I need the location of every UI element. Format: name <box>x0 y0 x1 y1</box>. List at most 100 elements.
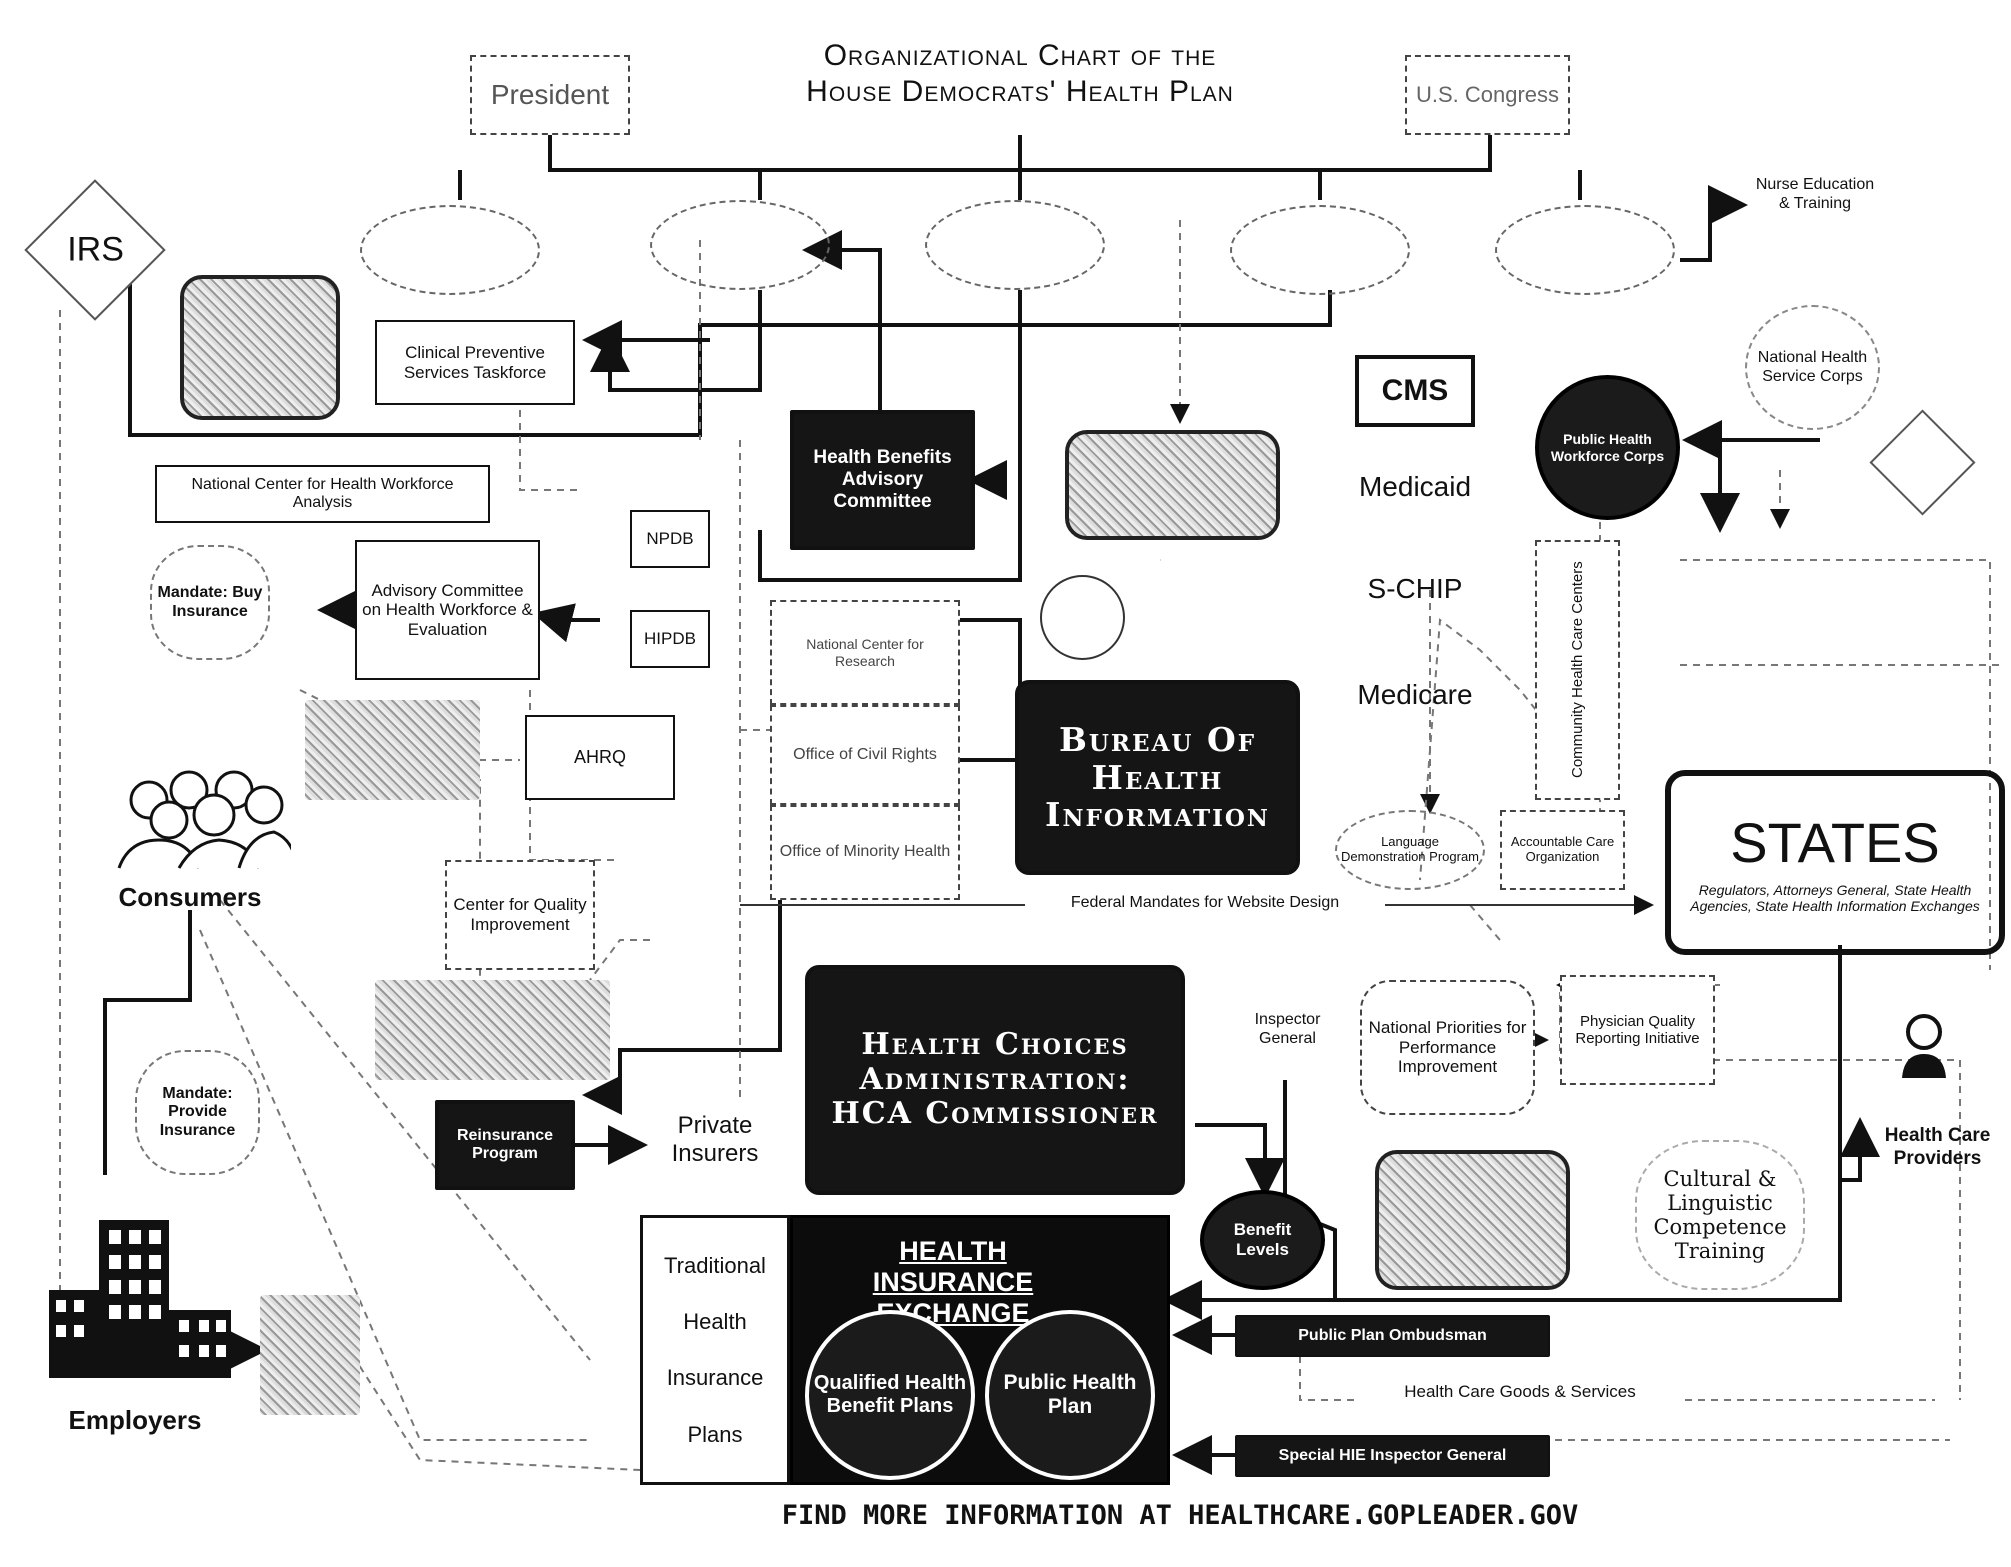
hipdb-node: HIPDB <box>630 610 710 668</box>
noisy-box-bottom-mid <box>1375 1150 1570 1290</box>
office-civil-rights-label: Office of Civil Rights <box>793 745 937 763</box>
office-minority-health-node: Office of Minority Health <box>770 805 960 900</box>
ahrq-label: AHRQ <box>573 747 626 768</box>
traditional-plans-line-4: Plans <box>687 1421 743 1447</box>
cultural-competence-label: Cultural & Linguistic Competence Trainin… <box>1653 1166 1787 1264</box>
community-health-centers-node: Community Health Care Centers <box>1535 540 1620 800</box>
chart-title: Organizational Chart of the House Democr… <box>740 38 1300 110</box>
qualified-plans-node: Qualified Health Benefit Plans <box>805 1310 975 1480</box>
chart-title-line2: House Democrats' Health Plan <box>806 75 1234 108</box>
benefit-levels-node: Benefit Levels <box>1200 1190 1325 1290</box>
small-circle-node <box>1040 575 1125 660</box>
provider-icon <box>1890 1010 1950 1080</box>
national-center-research-label: National Center for Research <box>806 636 924 669</box>
private-insurers-label: Private Insurers <box>671 1112 759 1167</box>
noisy-patch-left-mid <box>305 700 480 800</box>
doctor-icon <box>1902 1014 1946 1078</box>
irs-label: IRS <box>66 230 124 269</box>
aco-label: Accountable Care Organization <box>1510 834 1615 864</box>
noisy-box-left-top <box>180 275 340 420</box>
mandate-provide-node: Mandate: Provide Insurance <box>135 1050 260 1175</box>
chart-title-line1: Organizational Chart of the <box>823 39 1217 72</box>
cultural-competence-node: Cultural & Linguistic Competence Trainin… <box>1635 1140 1805 1290</box>
nhsc-label: National Health Service Corps <box>1757 349 1868 385</box>
private-insurers-node: Private Insurers <box>640 1090 790 1190</box>
community-health-centers-label: Community Health Care Centers <box>1568 561 1586 779</box>
physician-quality-node: Physician Quality Reporting Initiative <box>1560 975 1715 1085</box>
traditional-plans-node: Traditional Health Insurance Plans <box>640 1215 790 1485</box>
health-benefits-advisory-label: Health Benefits Advisory Committee <box>813 447 952 512</box>
benefit-levels-label: Benefit Levels <box>1233 1220 1292 1259</box>
noisy-patch-left-low <box>375 980 610 1080</box>
states-label: STATES <box>1730 811 1940 875</box>
nurse-education-label: Nurse Education & Training <box>1755 176 1875 213</box>
agency-oval-3 <box>925 200 1105 290</box>
clinical-preventive-label: Clinical Preventive Services Taskforce <box>403 342 547 382</box>
public-health-corps-label: Public Health Workforce Corps <box>1550 431 1665 464</box>
public-plan-label: Public Health Plan <box>1003 1370 1137 1418</box>
consumers-icon <box>95 760 295 870</box>
congress-label: U.S. Congress <box>1415 82 1560 108</box>
ahrq-node: AHRQ <box>525 715 675 800</box>
national-priorities-label: National Priorities for Performance Impr… <box>1368 1018 1527 1077</box>
reinsurance-node: Reinsurance Program <box>435 1100 575 1190</box>
traditional-plans-line-3: Insurance <box>666 1365 764 1391</box>
special-ig-node: Special HIE Inspector General <box>1235 1435 1550 1477</box>
hca-label: Health Choices Administration: HCA Commi… <box>831 1027 1159 1132</box>
bureau-label: Bureau Of Health Information <box>1045 719 1270 835</box>
national-center-workforce-label: National Center for Health Workforce Ana… <box>191 475 454 511</box>
medicare-label: Medicare <box>1357 679 1473 710</box>
npdb-label: NPDB <box>646 529 694 549</box>
public-health-corps-node: Public Health Workforce Corps <box>1535 375 1680 520</box>
employers-icon <box>40 1200 235 1380</box>
health-care-providers-label: Health Care Providers <box>1884 1125 1991 1169</box>
federal-mandates-label: Federal Mandates for Website Design <box>1025 893 1385 913</box>
noisy-box-center <box>1065 430 1280 540</box>
states-sub-label: Regulators, Attorneys General, State Hea… <box>1690 881 1980 914</box>
language-demo-node: Language Demonstration Program <box>1335 810 1485 890</box>
reinsurance-label: Reinsurance Program <box>456 1126 554 1162</box>
congress-node: U.S. Congress <box>1405 55 1570 135</box>
agency-oval-4 <box>1230 205 1410 295</box>
traditional-plans-line-2: Health <box>683 1309 747 1335</box>
ombudsman-node: Public Plan Ombudsman <box>1235 1315 1550 1357</box>
cms-label: CMS <box>1381 373 1449 407</box>
cms-node: CMS <box>1355 355 1475 427</box>
special-ig-label: Special HIE Inspector General <box>1278 1446 1507 1464</box>
schip-label: S-CHIP <box>1367 573 1463 604</box>
office-civil-rights-node: Office of Civil Rights <box>770 705 960 805</box>
ombudsman-label: Public Plan Ombudsman <box>1298 1326 1487 1344</box>
office-building-icon <box>49 1220 231 1378</box>
health-benefits-advisory-node: Health Benefits Advisory Committee <box>790 410 975 550</box>
office-minority-health-label: Office of Minority Health <box>779 843 951 861</box>
traditional-plans-line-1: Traditional <box>664 1252 766 1278</box>
nhsc-node: National Health Service Corps <box>1745 305 1880 430</box>
physician-quality-label: Physician Quality Reporting Initiative <box>1575 1012 1700 1047</box>
president-label: President <box>490 78 610 110</box>
aco-node: Accountable Care Organization <box>1500 810 1625 890</box>
agency-oval-1 <box>360 205 540 295</box>
national-center-research-node: National Center for Research <box>770 600 960 705</box>
national-priorities-node: National Priorities for Performance Impr… <box>1360 980 1535 1115</box>
footer-link[interactable]: FIND MORE INFORMATION AT HEALTHCARE.GOPL… <box>781 1500 1579 1531</box>
mandate-buy-label: Mandate: Buy Insurance <box>157 584 263 620</box>
language-demo-label: Language Demonstration Program <box>1341 834 1479 864</box>
center-quality-label: Center for Quality Improvement <box>453 895 587 934</box>
inspector-general-label: Inspector General <box>1254 1011 1321 1048</box>
clinical-preventive-node: Clinical Preventive Services Taskforce <box>375 320 575 405</box>
npdb-node: NPDB <box>630 510 710 568</box>
noisy-patch-employer <box>260 1295 360 1415</box>
agency-oval-2 <box>650 200 830 290</box>
consumers-label: Consumers <box>118 882 262 912</box>
people-group-icon <box>117 770 291 869</box>
president-node: President <box>470 55 630 135</box>
hca-node: Health Choices Administration: HCA Commi… <box>805 965 1185 1195</box>
hipdb-label: HIPDB <box>644 629 696 649</box>
employers-label: Employers <box>68 1405 202 1435</box>
medicaid-label: Medicaid <box>1358 471 1472 502</box>
health-goods-label: Health Care Goods & Services <box>1360 1382 1680 1403</box>
mandate-provide-label: Mandate: Provide Insurance <box>159 1084 236 1139</box>
mandate-buy-node: Mandate: Buy Insurance <box>150 545 270 660</box>
national-center-workforce-node: National Center for Health Workforce Ana… <box>155 465 490 523</box>
qualified-plans-label: Qualified Health Benefit Plans <box>813 1372 967 1417</box>
